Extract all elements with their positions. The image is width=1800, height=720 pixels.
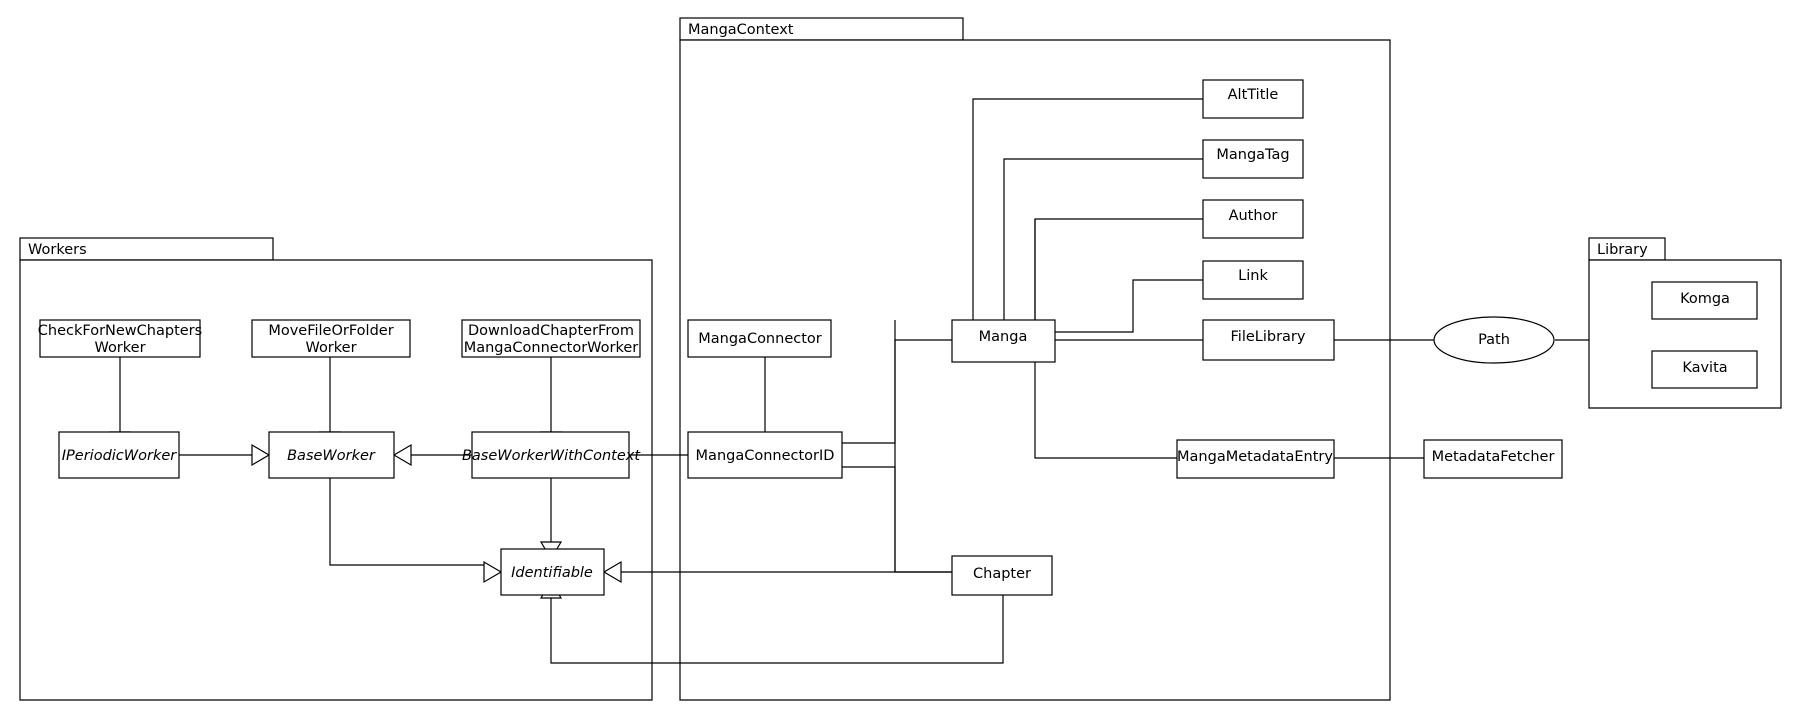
class-komga[interactable]: Komga [1651,281,1758,320]
class-base-worker-with-context[interactable]: BaseWorkerWithContext [462,431,641,479]
class-manga[interactable]: Manga [951,319,1056,363]
edge-manga-to-mangametadataentry [1034,219,1177,459]
class-move-file-or-folder-worker[interactable]: MoveFileOrFolder Worker [251,319,411,358]
edge-manga-to-alttitle [972,98,1203,332]
class-manga-metadata-entry-label: MangaMetadataEntry [1177,449,1333,465]
class-iperiodic-worker-label: IPeriodicWorker [62,448,177,464]
class-iperiodic-worker[interactable]: IPeriodicWorker [58,431,180,479]
package-mangacontext-label: MangaContext [688,22,794,38]
class-alt-title[interactable]: AltTitle [1202,79,1304,119]
class-manga-connector-label: MangaConnector [698,331,822,347]
class-file-library[interactable]: FileLibrary [1202,319,1335,361]
class-komga-label: Komga [1680,291,1730,307]
class-metadata-fetcher-label: MetadataFetcher [1432,449,1555,465]
class-alt-title-label: AltTitle [1228,87,1279,103]
package-library-label: Library [1597,242,1648,258]
arrowhead-into-baseworker-right [392,443,412,467]
class-manga-label: Manga [979,329,1028,345]
class-move-file-or-folder-worker-line1: MoveFileOrFolder [268,323,393,339]
edge-chapter-to-identifiable [550,595,1004,664]
edge-manga-to-identifiable [894,339,952,572]
class-base-worker-label: BaseWorker [287,448,376,464]
class-manga-connector[interactable]: MangaConnector [687,319,832,358]
arrowhead-into-identifiable-left [483,560,503,584]
class-check-for-new-chapters-worker-line1: CheckForNewChapters [38,323,202,339]
class-link-label: Link [1238,268,1268,284]
class-manga-tag[interactable]: MangaTag [1202,139,1304,179]
class-download-chapter-from-manga-connector-worker[interactable]: DownloadChapterFrom MangaConnectorWorker [461,319,641,358]
edge-baseworker-to-identifiable [329,478,484,566]
class-file-library-label: FileLibrary [1231,329,1306,345]
class-author-label: Author [1229,208,1278,224]
node-path-label: Path [1478,332,1510,348]
class-link[interactable]: Link [1202,260,1304,300]
edge-manga-to-mangatag [1003,158,1203,332]
class-manga-metadata-entry[interactable]: MangaMetadataEntry [1176,439,1335,479]
arrowhead-into-identifiable-right [602,560,622,584]
class-chapter-label: Chapter [973,566,1031,582]
node-path[interactable]: Path [1433,316,1555,364]
class-download-chapter-worker-line1: DownloadChapterFrom [468,323,634,339]
class-kavita[interactable]: Kavita [1651,350,1758,389]
class-move-file-or-folder-worker-line2: Worker [305,340,356,356]
class-check-for-new-chapters-worker[interactable]: CheckForNewChapters Worker [38,319,202,358]
relationship-edges [119,98,1589,664]
package-workers: Workers [19,237,653,701]
arrowhead-into-baseworker-left [251,443,271,467]
class-manga-tag-label: MangaTag [1216,147,1289,163]
class-author[interactable]: Author [1202,199,1304,239]
class-kavita-label: Kavita [1682,360,1727,376]
class-check-for-new-chapters-worker-line2: Worker [94,340,145,356]
class-chapter[interactable]: Chapter [951,555,1053,596]
class-identifiable-label: Identifiable [511,565,593,581]
class-identifiable[interactable]: Identifiable [500,548,605,596]
class-metadata-fetcher[interactable]: MetadataFetcher [1423,439,1563,479]
package-workers-label: Workers [28,242,87,258]
class-manga-connector-id-label: MangaConnectorID [696,448,835,464]
class-base-worker-with-context-label: BaseWorkerWithContext [462,448,641,464]
class-download-chapter-worker-line2: MangaConnectorWorker [464,340,639,356]
class-base-worker[interactable]: BaseWorker [268,431,395,479]
class-manga-connector-id[interactable]: MangaConnectorID [687,431,843,479]
edge-manga-to-link [1055,279,1203,333]
